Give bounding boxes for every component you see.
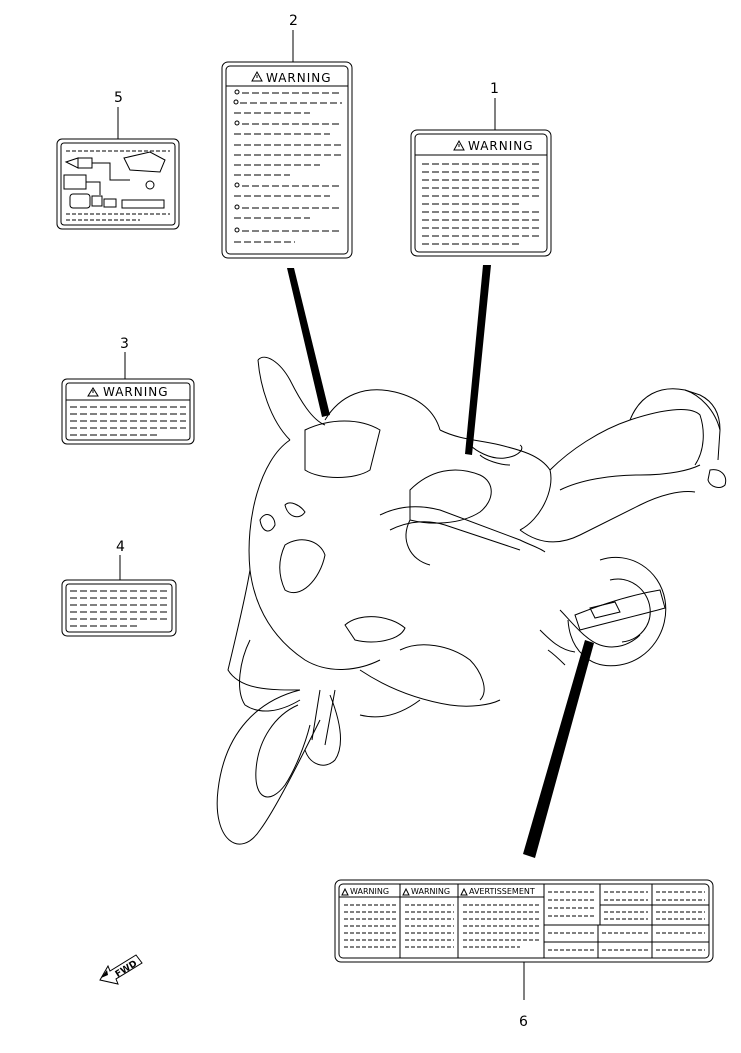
label-3-warning-text: WARNING	[103, 385, 169, 399]
pointer-wedge-6	[523, 640, 594, 858]
warning-triangle-icon	[87, 387, 99, 397]
callout-5: 5	[114, 90, 123, 106]
label-2-warning-text: WARNING	[266, 71, 332, 85]
warning-triangle-icon	[341, 887, 468, 896]
label-4-sticker[interactable]	[61, 579, 177, 637]
label-5-schematic	[63, 150, 170, 221]
label-5-diagram-sticker[interactable]	[56, 138, 180, 230]
label-3-text-lines	[70, 406, 186, 436]
label-2-warning-sticker[interactable]: WARNING	[221, 61, 353, 259]
pointer-wedge-2	[287, 268, 330, 417]
warning-triangle-icon	[251, 70, 263, 82]
fwd-label: FWD	[114, 959, 139, 980]
fwd-arrow-icon: FWD	[99, 954, 143, 985]
label-4-text-lines	[70, 590, 168, 627]
label-6-warning-text-b: WARNING	[411, 887, 450, 896]
callout-2: 2	[289, 13, 298, 29]
motorcycle-illustration	[216, 356, 727, 845]
label-1-text-lines	[422, 163, 542, 245]
warning-triangle-icon	[453, 139, 465, 151]
callout-1: 1	[490, 81, 499, 97]
label-1-warning-text: WARNING	[468, 139, 534, 153]
label-1-warning-sticker[interactable]: WARNING	[410, 129, 552, 257]
callout-4: 4	[116, 539, 125, 555]
callout-6: 6	[519, 1014, 528, 1030]
label-6-avertissement-text: AVERTISSEMENT	[469, 887, 535, 896]
callout-3: 3	[120, 336, 129, 352]
label-6-multilingual-sticker[interactable]: WARNING WARNING AVERTISSEMENT	[334, 879, 714, 963]
label-3-warning-sticker[interactable]: WARNING	[61, 378, 195, 445]
pointer-wedge-1	[465, 265, 491, 455]
label-6-text-lines	[344, 884, 709, 958]
label-6-warning-text-a: WARNING	[350, 887, 389, 896]
label-2-text-lines	[233, 89, 342, 243]
